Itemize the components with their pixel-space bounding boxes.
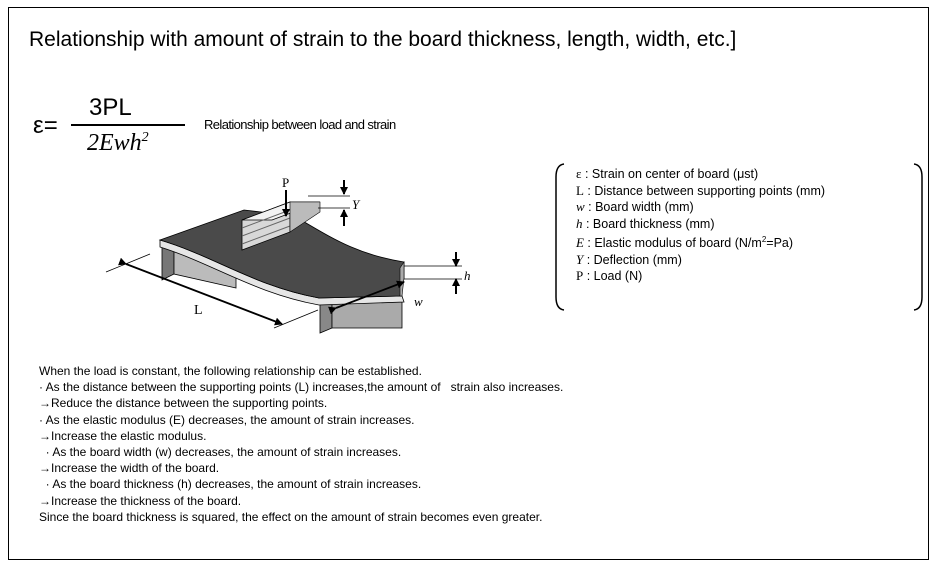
note-line: →Increase the elastic modulus. bbox=[39, 428, 207, 443]
diagram-label-w: w bbox=[414, 294, 423, 309]
load-bar bbox=[241, 201, 321, 251]
note-line: →Increase the width of the board. bbox=[39, 461, 220, 476]
note-line: · As the distance between the supporting… bbox=[39, 380, 564, 395]
diagram-label-Y: Y bbox=[352, 197, 361, 212]
diagram-label-h: h bbox=[464, 268, 471, 283]
legend-item-deflection: Y : Deflection (mm) bbox=[576, 251, 682, 267]
diagram-label-L: L bbox=[194, 303, 203, 318]
right-brace bbox=[913, 163, 923, 311]
equation-denominator: 2Ewh2 bbox=[87, 130, 149, 157]
denominator-base: 2Ewh bbox=[87, 130, 142, 156]
slide-title: Relationship with amount of strain to th… bbox=[29, 28, 737, 51]
board-bending-diagram: P Y h L w bbox=[105, 175, 471, 334]
legend-item-width: w : Board width (mm) bbox=[576, 199, 694, 214]
equation-lhs: ε= bbox=[33, 112, 58, 139]
note-line: Since the board thickness is squared, th… bbox=[39, 509, 543, 524]
fraction-bar bbox=[71, 124, 185, 126]
legend-item-load: P : Load (N) bbox=[576, 268, 643, 284]
note-line: →Increase the thickness of the board. bbox=[39, 493, 242, 508]
note-line: · As the board thickness (h) decreases, … bbox=[39, 477, 422, 492]
diagram-label-P: P bbox=[282, 175, 289, 190]
note-line: →Reduce the distance between the support… bbox=[39, 396, 328, 411]
legend-item-distance: L : Distance between supporting points (… bbox=[576, 182, 826, 198]
left-brace bbox=[555, 163, 565, 311]
equation-numerator: 3PL bbox=[89, 94, 132, 121]
legend-item-thickness: h : Board thickness (mm) bbox=[576, 215, 715, 231]
legend-item-strain: ε : Strain on center of board (μst) bbox=[576, 166, 759, 181]
slide-frame: Relationship with amount of strain to th… bbox=[8, 7, 929, 560]
note-line: · As the board width (w) decreases, the … bbox=[39, 445, 402, 460]
notes-list: When the load is constant, the following… bbox=[39, 363, 563, 525]
note-line: When the load is constant, the following… bbox=[39, 364, 422, 378]
symbol-legend: ε : Strain on center of board (μst) L : … bbox=[554, 163, 926, 311]
legend-item-elastic-modulus: E : Elastic modulus of board (N/m2=Pa) bbox=[576, 235, 794, 251]
denominator-exponent: 2 bbox=[141, 130, 149, 145]
equation-caption: Relationship between load and strain bbox=[204, 117, 396, 132]
note-line: · As the elastic modulus (E) decreases, … bbox=[39, 412, 415, 427]
